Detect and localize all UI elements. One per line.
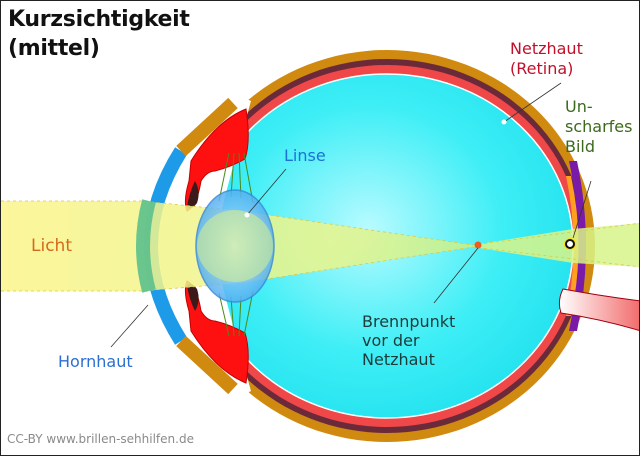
label-netzhaut-line-1: Netzhaut: [510, 39, 583, 58]
optic-nerve: [558, 288, 639, 331]
blurred-image-marker: [565, 239, 575, 249]
sclera-front-bottom: [176, 335, 238, 395]
leader-dots: [147, 119, 507, 306]
leader-lines: [110, 82, 592, 348]
label-netzhaut: Netzhaut (Retina): [510, 39, 583, 79]
label-hornhaut: Hornhaut: [58, 352, 133, 371]
macula-layer: [569, 161, 586, 331]
label-unscharf-line-1: Un-: [565, 97, 593, 116]
label-unscharf-line-2: scharfes: [565, 117, 633, 136]
label-netzhaut-line-2: (Retina): [510, 59, 574, 78]
cornea-beam-overlap: [136, 199, 156, 293]
label-linse: Linse: [284, 146, 326, 165]
focal-point: [474, 241, 482, 249]
pupil-edge-top: [187, 181, 199, 209]
label-brennpunkt-line-2: vor der: [362, 331, 420, 350]
credit-text: CC-BY www.brillen-sehhilfen.de: [7, 432, 194, 446]
label-licht: Licht: [31, 236, 72, 256]
label-brennpunkt: Brennpunkt vor der Netzhaut: [362, 312, 455, 369]
title-line-2: (mittel): [8, 36, 100, 61]
light-beam-diverging: [473, 223, 639, 267]
label-unscharfes-bild: Un- scharfes Bild: [565, 97, 632, 157]
label-unscharf-line-3: Bild: [565, 137, 596, 156]
sclera-front-top: [176, 97, 238, 157]
macula-inner: [566, 176, 579, 316]
lens-beam-overlap: [197, 210, 273, 282]
title-line-1: Kurzsichtigkeit: [8, 7, 190, 32]
page-title: Kurzsichtigkeit (mittel): [8, 5, 190, 63]
label-brennpunkt-line-3: Netzhaut: [362, 350, 435, 369]
pupil-edge-bottom: [187, 283, 199, 311]
label-brennpunkt-line-1: Brennpunkt: [362, 312, 456, 331]
